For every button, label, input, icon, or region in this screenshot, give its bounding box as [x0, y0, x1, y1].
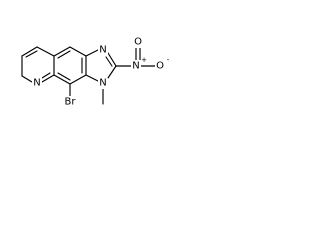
- atom-pyridine-n: N: [33, 78, 40, 89]
- bond-c2-c3: [36, 46, 55, 57]
- atom-nitro-o-top: O: [134, 37, 142, 48]
- atom-imidazole-n-top: N: [99, 45, 106, 56]
- bond-n-top-c2: [107, 52, 117, 67]
- bond-n-methyl-c9: [85, 74, 99, 82]
- bond-c1-c2-inner: [25, 50, 38, 58]
- charge-nitro-n: +: [141, 56, 147, 64]
- bond-c7-c8: [69, 46, 87, 57]
- atom-bromine: Br: [65, 97, 77, 108]
- bond-c10-c4-inner: [57, 72, 71, 81]
- bond-n-top-c2-inner: [105, 56, 113, 67]
- atom-nitro-o-right: O: [156, 61, 164, 72]
- atom-nitro-n: N: [132, 61, 139, 72]
- atom-labels: N Br N N N + O - O: [32, 36, 170, 108]
- atom-imidazole-n-methyl: N: [99, 78, 106, 89]
- bond-c4-n: [41, 74, 55, 83]
- bond-c2-n-methyl: [107, 65, 117, 79]
- bond-c10-c4: [53, 74, 71, 85]
- bond-c9-c10: [69, 74, 87, 85]
- bond-c3-c7-inner: [57, 50, 71, 59]
- bond-c1-c2: [21, 46, 38, 57]
- bond-c3-c7: [53, 46, 71, 57]
- bond-c8-n-top: [85, 49, 99, 57]
- charge-nitro-o-right: -: [167, 56, 170, 64]
- bond-n-c6: [21, 75, 33, 83]
- molecule-structure: N Br N N N + O - O: [21, 36, 170, 108]
- bonds: [21, 46, 156, 105]
- bond-c4-n-inner: [41, 72, 51, 79]
